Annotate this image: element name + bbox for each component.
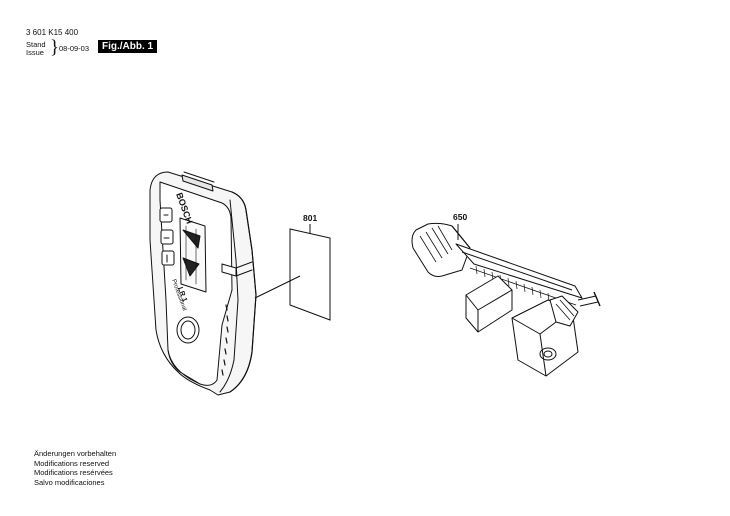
receiver-model-text: LR 1 <box>176 286 188 303</box>
stand-label: Stand <box>26 40 46 49</box>
part-number-650: 650 <box>453 212 468 222</box>
notice-french: Modifications resérvées <box>34 468 113 478</box>
laser-receiver-illustration <box>149 171 257 396</box>
document-header: 3 601 K15 400 Stand Issue } 08-09-03 Fig… <box>26 28 206 68</box>
brace-symbol: } <box>50 37 60 58</box>
issue-label: Issue <box>26 48 44 57</box>
modification-notice: Änderungen vorbehalten Modifications res… <box>34 449 116 487</box>
notice-german: Änderungen vorbehalten <box>34 449 117 458</box>
sheet-801-illustration <box>254 224 331 321</box>
bracket-650-illustration <box>411 222 601 377</box>
part-number: 3 601 K15 400 <box>26 28 79 37</box>
notice-english: Modifications reserved <box>34 458 110 468</box>
part-number-801: 801 <box>303 213 318 223</box>
issue-date: 08-09-03 <box>59 44 90 53</box>
notice-spanish: Salvo modificaciones <box>34 477 105 487</box>
figure-badge: Fig./Abb. 1 <box>98 40 158 53</box>
